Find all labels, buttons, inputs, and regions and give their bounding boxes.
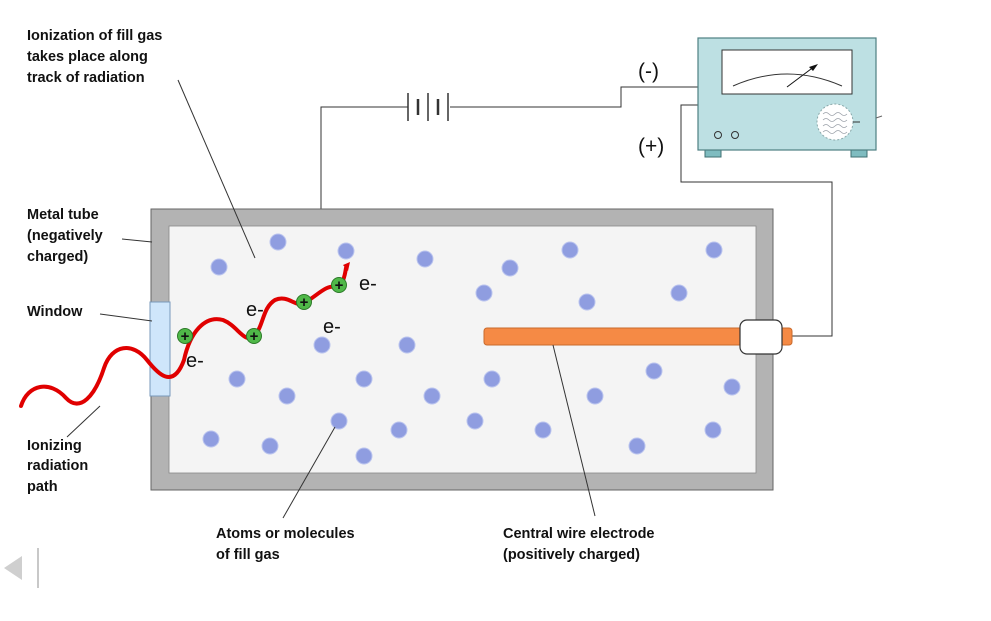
ion: + [246,328,262,345]
gas-atom [261,437,279,455]
gas-atom [390,421,408,439]
gas-atom [723,378,741,396]
gas-atom [210,258,228,276]
gas-atom [330,412,348,430]
radiation-path-label: Ionizing radiation path [27,438,92,495]
metal-tube [149,208,774,491]
gas-atom [645,362,663,380]
ion-plus-label: + [300,294,309,311]
gas-atom [313,336,331,354]
gas-atom [628,437,646,455]
gas-atom [202,430,220,448]
ion: + [296,294,312,311]
gas-atom [416,250,434,268]
metal-tube-label: Metal tube (negatively charged) [27,207,107,265]
gas-atom [398,336,416,354]
atoms-label: Atoms or molecules of fill gas [216,526,359,563]
gas-atom [534,421,552,439]
electron-label: e- [186,350,204,372]
electron-label: e- [323,316,341,338]
ions: + + + + [177,277,347,345]
circuit-wires [320,86,833,337]
leader-lines [66,79,596,519]
ion: + [331,277,347,294]
gas-atoms [202,233,741,465]
gas-atom [269,233,287,251]
gas-atom [423,387,441,405]
ion: + [177,328,193,345]
tube-window [149,301,171,397]
gas-atom [475,284,493,302]
back-arrow-icon[interactable] [4,548,39,588]
electron-label: e- [359,273,377,295]
gas-atom [578,293,596,311]
gas-atom [355,447,373,465]
gas-atom [501,259,519,277]
ionization-label: Ionization of fill gas takes place along… [27,28,166,86]
ion-plus-label: + [335,277,344,294]
gas-atom [355,370,373,388]
gas-atom [466,412,484,430]
gas-atom [586,387,604,405]
gas-atom [228,370,246,388]
central-wire-label: Central wire electrode (positively charg… [503,526,659,563]
ion-plus-label: + [250,328,259,345]
electron-labels: e-e-e-e- [186,273,377,372]
gas-atom [670,284,688,302]
gas-atom [705,241,723,259]
gas-atom [337,242,355,260]
gas-atom [704,421,722,439]
gas-atom [278,387,296,405]
ion-plus-label: + [181,328,190,345]
central-wire-electrode [483,319,793,355]
meter [697,37,883,158]
gas-atom [561,241,579,259]
window-label: Window [27,304,83,320]
battery-icon [407,93,449,121]
negative-terminal-label: (-) [638,60,659,83]
radiation-arrowhead [343,262,350,271]
gas-atom [483,370,501,388]
positive-terminal-label: (+) [638,135,664,158]
meter-dial-icon[interactable] [816,103,883,141]
electron-label: e- [246,299,264,321]
electrode-insulator [739,319,783,355]
